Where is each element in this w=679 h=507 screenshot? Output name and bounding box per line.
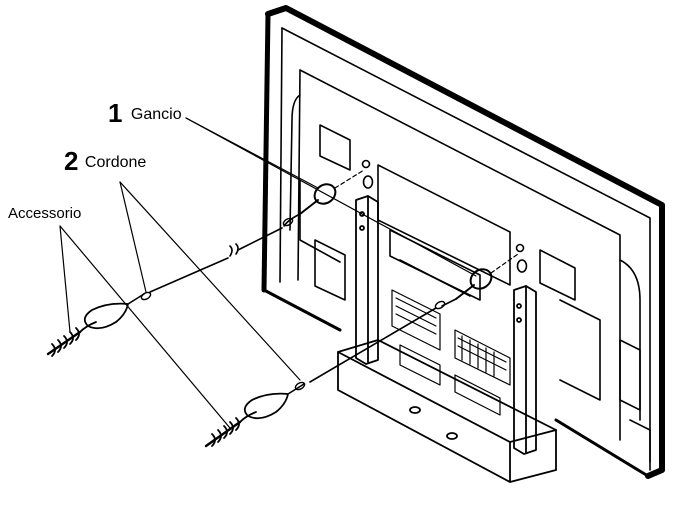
mount-holes: [361, 159, 528, 273]
leader-lines: [59, 117, 477, 429]
loop-screw-right: [204, 392, 289, 448]
label-cordone: 2 Cordone: [64, 148, 146, 174]
label-cordone-number: 2: [64, 146, 79, 176]
hook-top: [299, 183, 493, 300]
connector-area: [391, 289, 511, 416]
label-gancio-text: Gancio: [130, 106, 182, 123]
loop-screw-left: [46, 302, 129, 357]
stand-base: [337, 339, 557, 483]
label-cordone-text: Cordone: [84, 154, 147, 171]
label-accessorio: Accessorio: [8, 205, 82, 222]
tv-frame: [261, 5, 665, 479]
label-gancio: 1 Gancio: [108, 100, 182, 126]
tv-back-panel: [289, 69, 651, 471]
alignment-dashes: [334, 169, 519, 274]
cord-sleeves: [140, 217, 446, 391]
label-gancio-number: 1: [108, 98, 123, 128]
cord-top: [127, 213, 301, 305]
stand-posts: [355, 195, 537, 455]
